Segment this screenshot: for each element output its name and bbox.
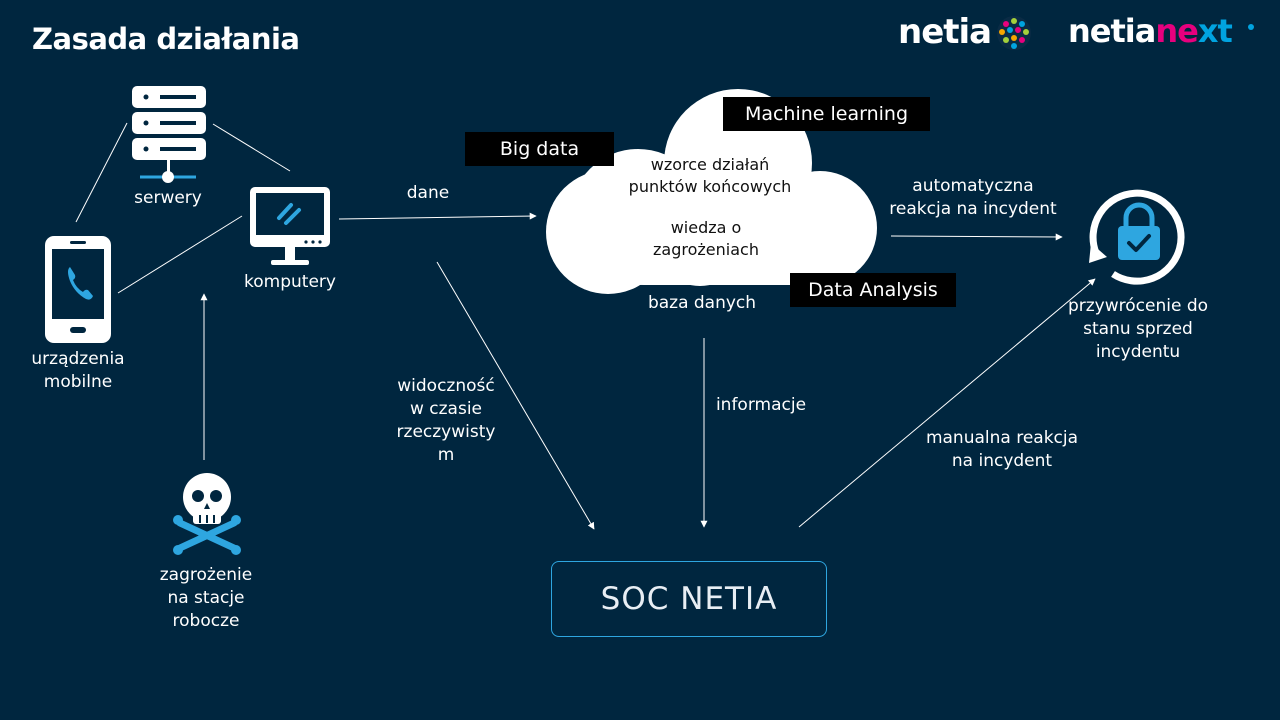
threat-label-line: na stacje bbox=[167, 588, 245, 608]
mobile-label-line: urządzenia bbox=[31, 349, 125, 369]
threat-label: zagrożenie na stacje robocze bbox=[136, 564, 276, 633]
netianext-logo: netianext bbox=[1068, 12, 1233, 50]
visibility-label-line: widoczność bbox=[397, 376, 495, 396]
connector-lines bbox=[75, 122, 291, 294]
mobile-label: urządzenia mobilne bbox=[18, 348, 138, 394]
servers-label: serwery bbox=[134, 188, 202, 208]
line-servers-computers bbox=[212, 123, 291, 172]
computer-icon bbox=[250, 187, 330, 265]
soc-netia-box: SOC NETIA bbox=[551, 561, 827, 637]
mobile-phone-icon bbox=[45, 236, 111, 343]
cloud-text-line: punktów końcowych bbox=[628, 177, 792, 196]
tag-machine-learning: Machine learning bbox=[723, 97, 930, 131]
restore-label-line: incydentu bbox=[1095, 342, 1181, 362]
netianext-logo-ne: ne bbox=[1155, 12, 1198, 50]
netia-logo: netia bbox=[898, 12, 992, 52]
manual-response-label-line: na incydent bbox=[951, 451, 1053, 471]
page-title: Zasada działania bbox=[32, 22, 300, 56]
auto-response-label: automatyczna reakcja na incydent bbox=[878, 175, 1068, 221]
manual-response-label: manualna reakcja na incydent bbox=[912, 427, 1092, 473]
auto-response-label-line: reakcja na incydent bbox=[889, 199, 1057, 219]
restore-label-line: stanu sprzed bbox=[1083, 319, 1193, 339]
line-servers-mobile bbox=[75, 122, 128, 223]
visibility-label: widoczność w czasie rzeczywisty m bbox=[386, 375, 506, 467]
arrow-auto-response bbox=[890, 233, 1063, 241]
database-label: baza danych bbox=[647, 293, 757, 313]
cloud-text-line: zagrożeniach bbox=[653, 240, 759, 259]
threat-label-line: zagrożenie bbox=[159, 565, 253, 585]
skull-crossbones-icon bbox=[173, 473, 241, 555]
visibility-label-line: w czasie bbox=[409, 399, 483, 419]
soc-netia-label: SOC NETIA bbox=[600, 581, 778, 617]
threat-label-line: robocze bbox=[172, 611, 240, 631]
visibility-label-line: rzeczywisty bbox=[396, 422, 496, 442]
cloud-endpoint-patterns: wzorce działań punktów końcowych bbox=[610, 154, 810, 198]
tag-data-analysis: Data Analysis bbox=[790, 273, 956, 307]
computers-label: komputery bbox=[244, 272, 336, 292]
visibility-label-line: m bbox=[437, 445, 455, 465]
cloud-threat-knowledge: wiedza o zagrożeniach bbox=[606, 217, 806, 261]
restore-lock-icon bbox=[1089, 189, 1185, 285]
line-mobile-computers bbox=[117, 215, 243, 294]
tag-big-data: Big data bbox=[465, 132, 614, 166]
restore-label-line: przywrócenie do bbox=[1067, 296, 1209, 316]
arrow-data bbox=[338, 212, 537, 220]
manual-response-label-line: manualna reakcja bbox=[925, 428, 1079, 448]
cloud-text-line: wzorce działań bbox=[650, 155, 770, 174]
netia-logo-text: netia bbox=[898, 12, 992, 52]
restore-label: przywrócenie do stanu sprzed incydentu bbox=[1058, 295, 1218, 364]
information-label: informacje bbox=[715, 395, 807, 415]
auto-response-label-line: automatyczna bbox=[912, 176, 1034, 196]
netianext-logo-xt: xt bbox=[1197, 12, 1233, 50]
arrow-manual-response bbox=[798, 278, 1096, 528]
arrows bbox=[200, 212, 1096, 530]
server-icon bbox=[132, 86, 206, 183]
data-edge-label: dane bbox=[406, 183, 450, 203]
arrow-visibility bbox=[436, 261, 595, 530]
netianext-logo-netia: netia bbox=[1068, 12, 1156, 50]
cloud-text-line: wiedza o bbox=[670, 218, 742, 237]
mobile-label-line: mobilne bbox=[43, 372, 113, 392]
